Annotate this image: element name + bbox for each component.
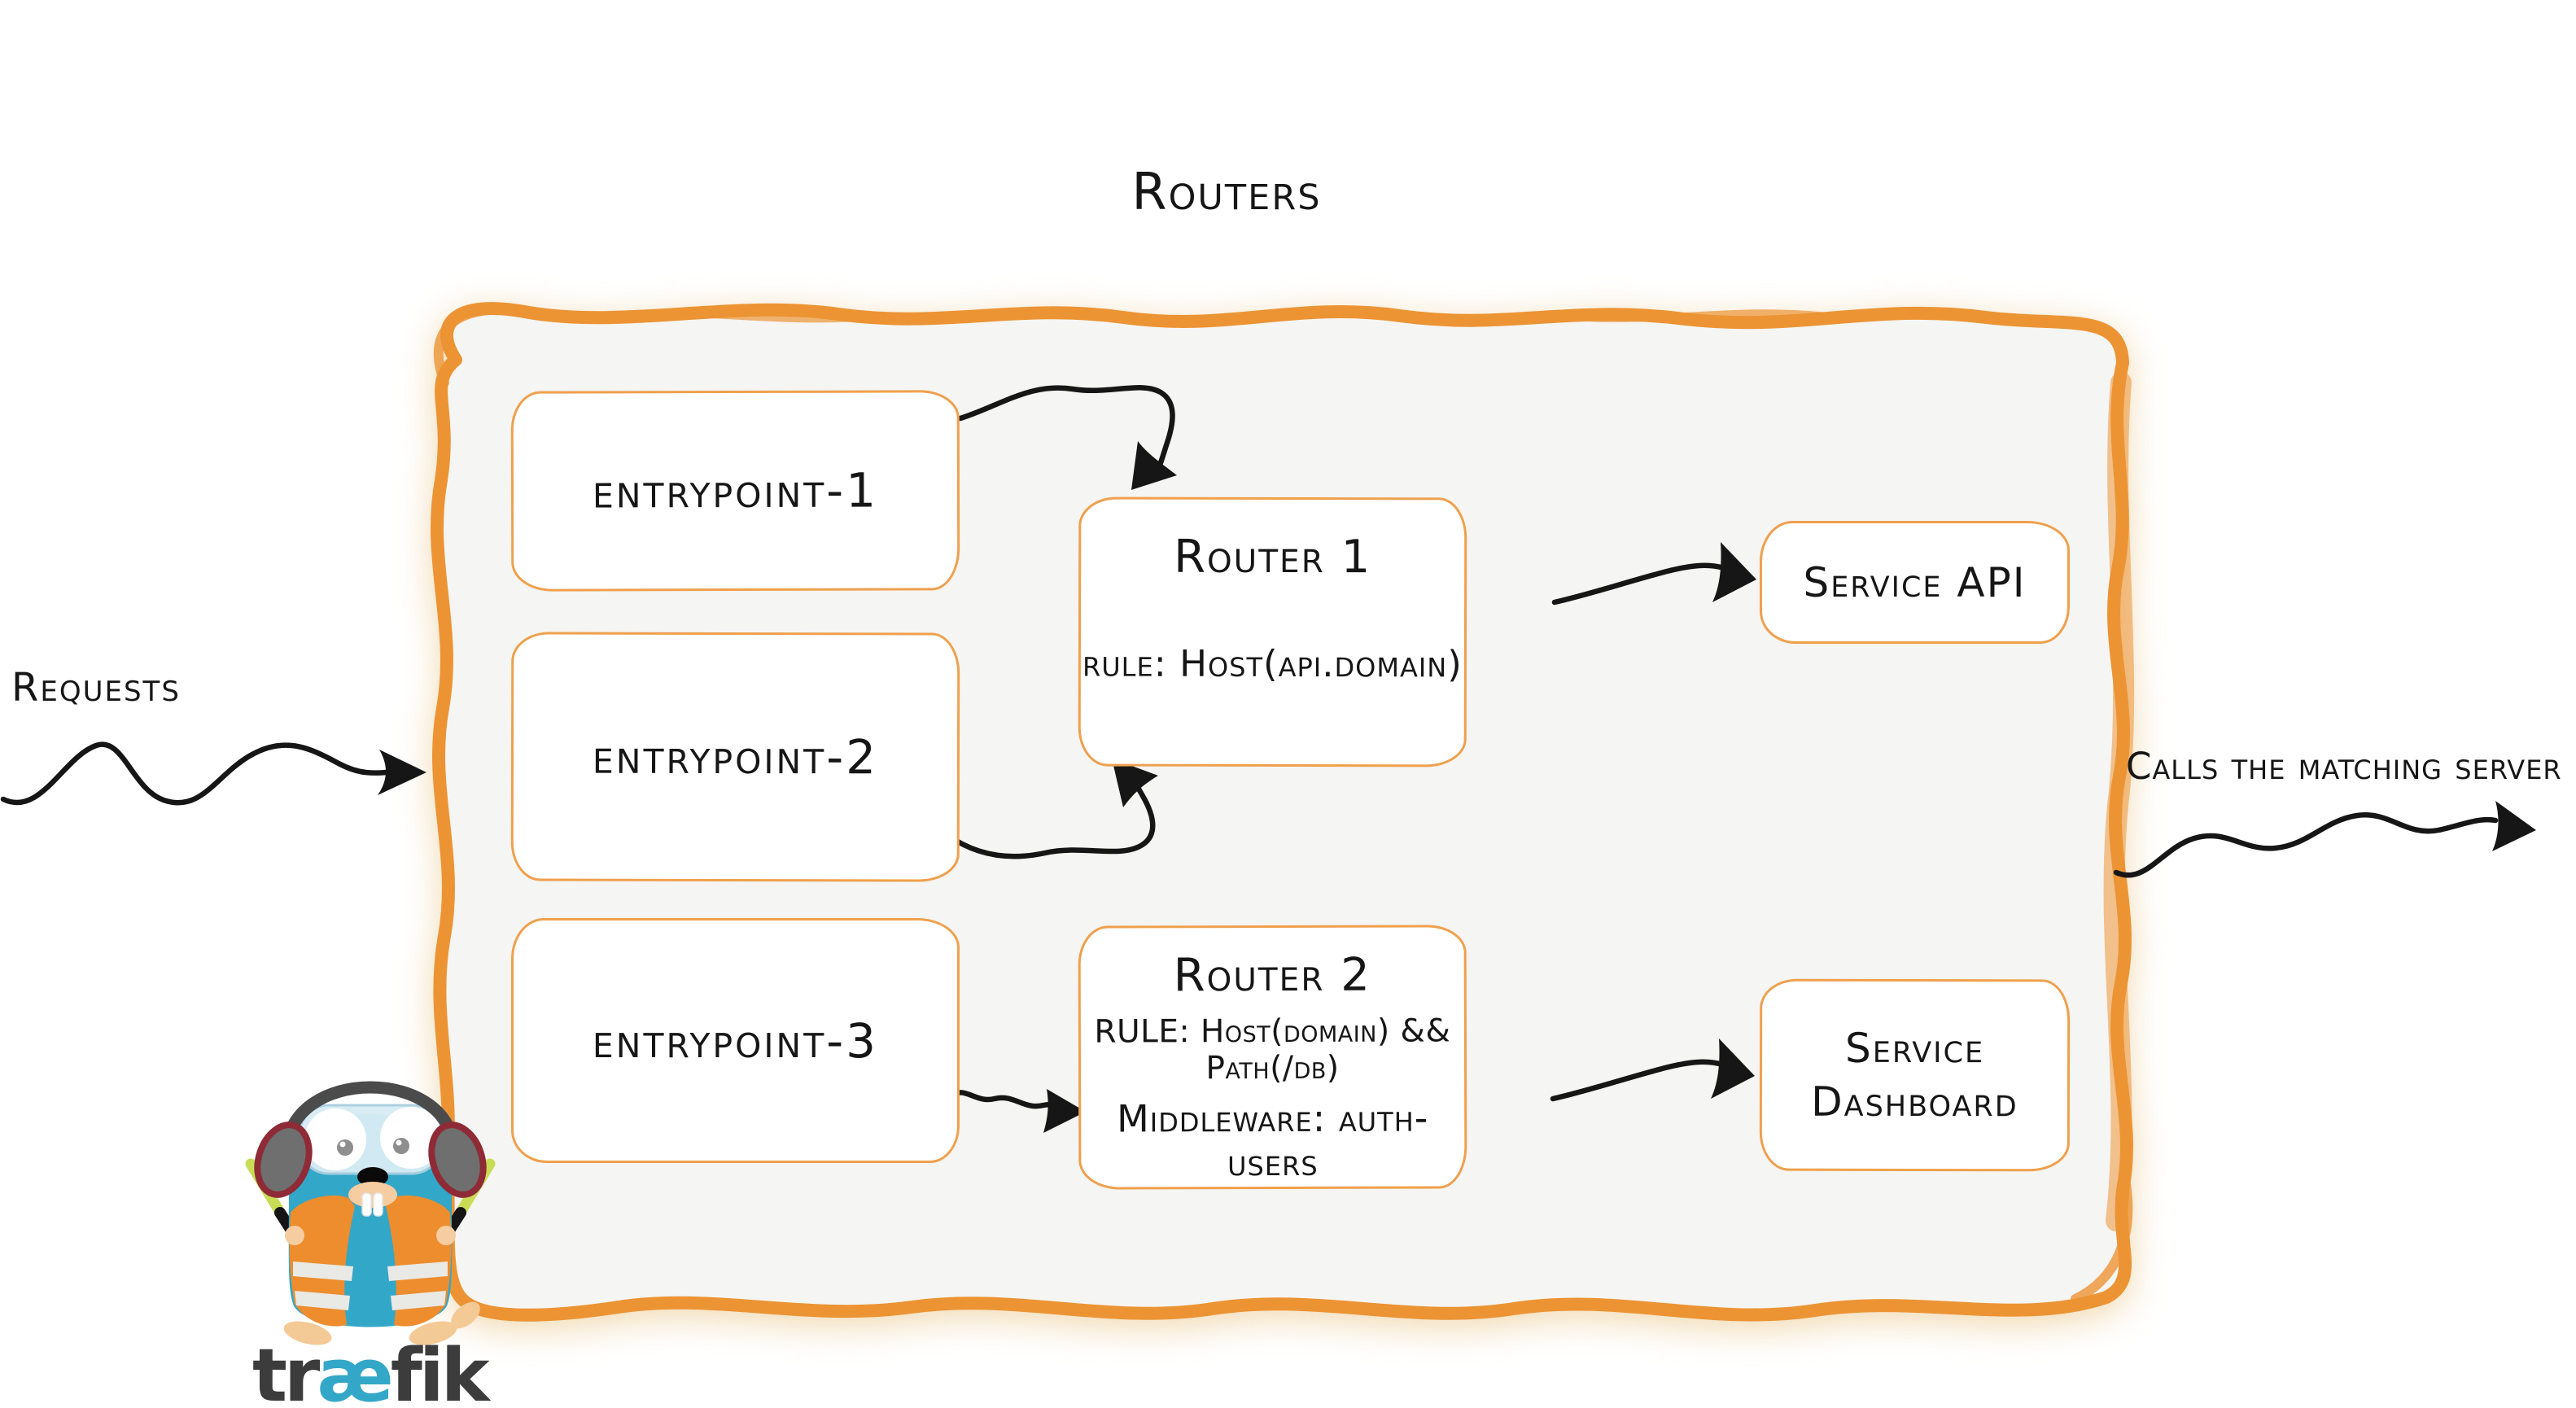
router-1-box: Router 1 rule: Host(api.domain) bbox=[1078, 496, 1467, 767]
entrypoint-box-2: entrypoint-2 bbox=[510, 632, 960, 882]
entrypoint-box-3: entrypoint-3 bbox=[511, 918, 960, 1163]
page-title: Routers bbox=[1131, 162, 1322, 221]
entrypoint-box-1: entrypoint-1 bbox=[510, 390, 960, 592]
router-2-rule: RULE: Host(domain) && Path(/db) bbox=[1094, 1012, 1451, 1087]
router-1-name: Router 1 bbox=[1174, 530, 1372, 584]
router-2-name: Router 2 bbox=[1173, 948, 1371, 1003]
left-baton-icon bbox=[245, 1158, 284, 1215]
output-label: Calls the matching server bbox=[2126, 745, 2562, 788]
service-api-label: Service API bbox=[1803, 558, 2027, 606]
wordmark-part-ae: æ bbox=[317, 1333, 393, 1408]
entrypoint-2-label: entrypoint-2 bbox=[592, 728, 879, 785]
arrow-requests bbox=[0, 741, 426, 806]
router-2-middleware: Middleware: auth-users bbox=[1116, 1095, 1429, 1185]
arrow-calls-output bbox=[2113, 801, 2536, 878]
arrow-entrypoint1-to-router1 bbox=[957, 385, 1177, 490]
wordmark-part-fik: fik bbox=[390, 1333, 490, 1408]
service-dashboard-label-line1: Service bbox=[1844, 1024, 1985, 1073]
right-baton-icon bbox=[457, 1158, 496, 1215]
container-brush-right bbox=[2103, 372, 2135, 1231]
container-brush-top bbox=[566, 309, 1827, 323]
goggles-icon bbox=[298, 1104, 443, 1175]
container-brush-corner-bl bbox=[433, 304, 501, 387]
service-dashboard-box: Service Dashboard bbox=[1759, 978, 2071, 1172]
traefik-gopher-logo bbox=[245, 1081, 496, 1345]
arrow-entrypoint3-to-router2 bbox=[947, 1089, 1086, 1133]
entrypoint-3-label: entrypoint-3 bbox=[592, 1012, 879, 1069]
arrow-entrypoint2-to-router1 bbox=[944, 759, 1158, 859]
entrypoint-1-label: entrypoint-1 bbox=[592, 462, 879, 519]
requests-label: Requests bbox=[11, 665, 181, 711]
traefik-wordmark: træfik bbox=[252, 1333, 490, 1408]
headphones-icon bbox=[280, 1081, 461, 1157]
router-1-rule: rule: Host(api.domain) bbox=[1082, 641, 1463, 686]
service-dashboard-label-line2: Dashboard bbox=[1811, 1078, 2018, 1126]
container-brush-corner-br bbox=[2071, 1179, 2133, 1304]
arrow-router2-to-service-dashboard bbox=[1550, 1039, 1755, 1102]
router-2-box: Router 2 RULE: Host(domain) && Path(/db)… bbox=[1078, 925, 1467, 1190]
service-api-box: Service API bbox=[1760, 521, 2070, 644]
arrow-router1-to-service-api bbox=[1551, 542, 1756, 606]
wordmark-part-tr: tr bbox=[252, 1333, 320, 1408]
